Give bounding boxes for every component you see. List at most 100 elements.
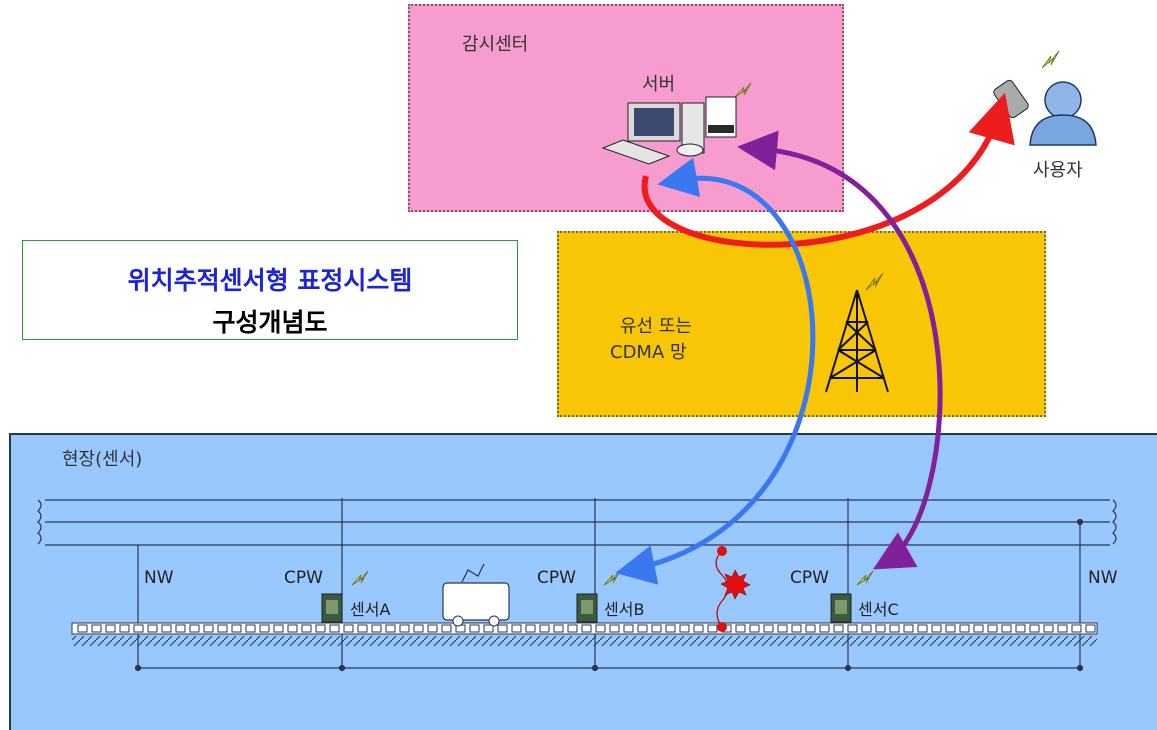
sensor-c-label: 센서C [858,600,899,619]
rail-sleeper [371,624,382,633]
rail-sleeper [217,624,228,633]
rail-sleeper [385,624,396,633]
rail-sleeper [973,624,984,633]
rail-sleeper [595,624,606,633]
cpw-c-label: CPW [790,568,829,588]
rail-vehicle-icon [442,563,510,627]
fault-spark-icon [715,546,751,632]
sensor-c-device-icon [830,593,852,623]
network-label-line2: CDMA 망 [610,342,687,363]
rail-sleeper [567,624,578,633]
rail-sleeper [469,624,480,633]
rail-sleeper [441,624,452,633]
rail-sleeper [777,624,788,633]
rail-sleeper [315,624,326,633]
rail-sleeper [1071,624,1082,633]
rail-sleeper [161,624,172,633]
rail-sleeper [133,624,144,633]
rail-sleeper [357,624,368,633]
rail-sleeper [1085,624,1096,633]
rail-sleeper [553,624,564,633]
rail-sleeper [1057,624,1068,633]
rail-sleeper [497,624,508,633]
field-label: 현장(센서) [62,449,143,470]
rail-sleeper [819,624,830,633]
rail-sleeper [1001,624,1012,633]
sensor-a-device-icon [321,593,343,623]
computer-server-icon [601,96,737,165]
rail-sleeper [609,624,620,633]
rail-sleeper [665,624,676,633]
rail-sleeper [791,624,802,633]
rail-sleeper [679,624,690,633]
rail-sleeper [903,624,914,633]
rail-sleeper [735,624,746,633]
rail-sleeper [581,624,592,633]
rail-sleeper [763,624,774,633]
rail-sleeper [1043,624,1054,633]
nw-left-label: NW [144,568,174,588]
sensor-a-label: 센서A [350,600,391,619]
rail-sleeper [651,624,662,633]
rail-sleeper [203,624,214,633]
rail-sleeper [77,624,88,633]
rail-sleeper [175,624,186,633]
rail-sleeper [539,624,550,633]
rail-sleeper [427,624,438,633]
rail-sleeper [91,624,102,633]
rail-sleeper [287,624,298,633]
field-region [9,433,1157,730]
diagram-title-box: 위치추적센서형 표정시스템 구성개념도 [22,240,518,340]
rail-sleeper [511,624,522,633]
rail-sleeper [483,624,494,633]
diagram-subtitle: 구성개념도 [212,308,328,337]
network-label-line1: 유선 또는 [620,316,692,337]
server-label: 서버 [642,74,676,95]
rail-sleeper [343,624,354,633]
rail-sleeper [623,624,634,633]
rail-sleeper [875,624,886,633]
rail-sleeper [707,624,718,633]
rail-sleeper [301,624,312,633]
rail-sleeper [245,624,256,633]
rail-sleeper [119,624,130,633]
rail-track [71,622,1098,646]
rail-sleeper [1015,624,1026,633]
sensor-b-device-icon [576,593,598,623]
rail-sleeper [693,624,704,633]
user-label: 사용자 [1033,160,1083,181]
rail-sleeper [329,624,340,633]
blue-link-server-to-sensor-b [615,157,816,585]
rail-sleeper [805,624,816,633]
user-with-phone-icon [993,79,1097,146]
nw-right-label: NW [1088,568,1118,588]
purple-link-server-to-sensor-c [737,130,943,570]
sensor-b-label: 센서B [604,600,645,619]
rail-sleeper [637,624,648,633]
rail-sleeper [931,624,942,633]
rail-sleeper [889,624,900,633]
catenary-lines [37,499,1117,546]
rail-sleeper [231,624,242,633]
rail-sleeper [917,624,928,633]
rail-sleeper [749,624,760,633]
rail-sleeper [847,624,858,633]
cpw-b-label: CPW [537,568,576,588]
rail-sleeper [945,624,956,633]
rail-sleeper [399,624,410,633]
monitoring-center-label: 감시센터 [462,34,529,55]
rail-sleeper [413,624,424,633]
rail-sleeper [861,624,872,633]
rail-sleeper [273,624,284,633]
cpw-a-label: CPW [284,568,323,588]
radio-tower-icon [825,289,889,393]
rail-sleeper [189,624,200,633]
rail-sleeper [525,624,536,633]
rail-sleeper [147,624,158,633]
rail-sleeper [959,624,970,633]
rail-sleeper [987,624,998,633]
rail-sleeper [105,624,116,633]
diagram-title: 위치추적센서형 표정시스템 [127,266,413,295]
rail-sleeper [833,624,844,633]
